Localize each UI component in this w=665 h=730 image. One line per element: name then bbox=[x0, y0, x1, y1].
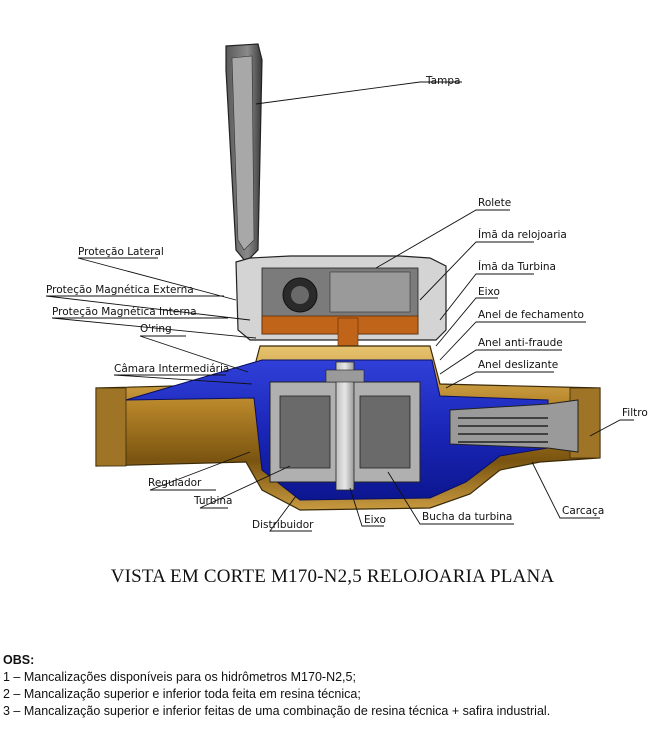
label-ima-turbina: Ímã da Turbina bbox=[478, 260, 556, 273]
label-anel-antifraude: Anel anti-fraude bbox=[478, 337, 563, 349]
note-item-2: 2 – Mancalização superior e inferior tod… bbox=[3, 687, 361, 701]
label-ima-relojoaria: Ímã da relojoaria bbox=[478, 228, 567, 241]
label-carcaca: Carcaça bbox=[562, 505, 604, 517]
note-item-3: 3 – Mancalização superior e inferior fei… bbox=[3, 704, 551, 718]
figure-caption: VISTA EM CORTE M170-N2,5 RELOJOARIA PLAN… bbox=[110, 566, 555, 587]
label-turbina: Turbina bbox=[193, 495, 232, 507]
label-distribuidor: Distribuidor bbox=[252, 519, 314, 531]
label-rolete: Rolete bbox=[478, 197, 511, 209]
lid-part bbox=[225, 43, 263, 263]
label-anel-fechamento: Anel de fechamento bbox=[478, 309, 584, 321]
label-protecao-magnetica-externa: Proteção Magnética Externa bbox=[46, 284, 194, 296]
label-filtro: Filtro bbox=[622, 407, 648, 419]
filter-part bbox=[449, 399, 579, 453]
label-tampa: Tampa bbox=[425, 75, 460, 87]
part-labels: Tampa Rolete Ímã da relojoaria Ímã da Tu… bbox=[46, 75, 648, 531]
label-oring: O'ring bbox=[140, 323, 172, 335]
label-bucha-turbina: Bucha da turbina bbox=[422, 511, 512, 523]
cutaway-diagram: Tampa Rolete Ímã da relojoaria Ímã da Tu… bbox=[45, 43, 648, 532]
label-eixo-top: Eixo bbox=[478, 286, 500, 298]
register-housing bbox=[235, 255, 447, 355]
label-eixo-bottom: Eixo bbox=[364, 514, 386, 526]
note-item-1: 1 – Mancalizações disponíveis para os hi… bbox=[3, 670, 356, 684]
label-regulador: Regulador bbox=[148, 477, 202, 489]
notes-block: OBS: 1 – Mancalizações disponíveis para … bbox=[3, 652, 663, 720]
leader-lines bbox=[45, 81, 634, 532]
label-camara-intermediaria: Câmara Intermediária bbox=[114, 363, 229, 375]
label-protecao-magnetica-interna: Proteção Magnética Interna bbox=[52, 306, 197, 318]
label-protecao-lateral: Proteção Lateral bbox=[78, 246, 164, 258]
label-anel-deslizante: Anel deslizante bbox=[478, 359, 558, 371]
turbine-cage bbox=[269, 361, 421, 491]
notes-heading: OBS: bbox=[3, 653, 35, 667]
